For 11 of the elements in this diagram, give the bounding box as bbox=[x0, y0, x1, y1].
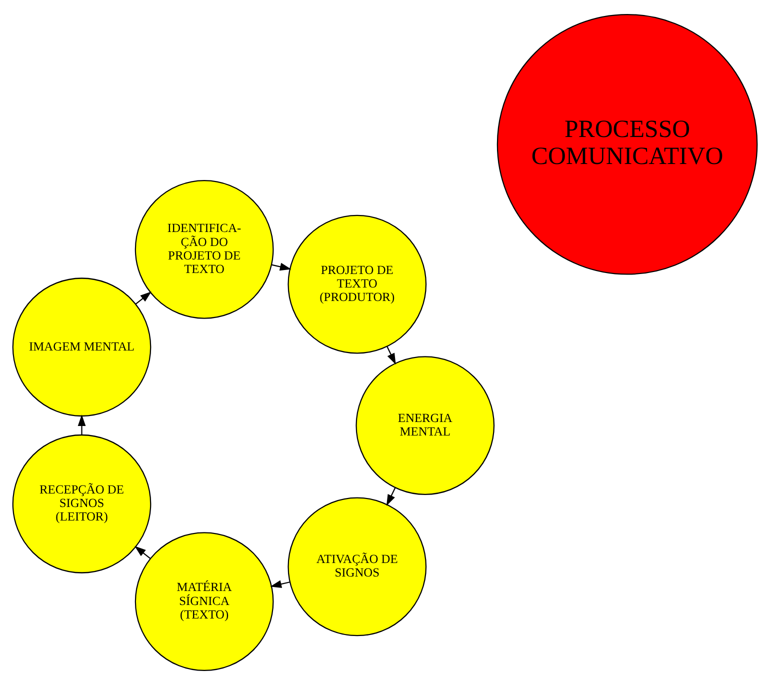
arrow bbox=[272, 262, 292, 271]
arrow bbox=[386, 488, 396, 506]
arrow bbox=[136, 292, 152, 304]
arrow bbox=[270, 580, 290, 588]
arrow bbox=[386, 346, 396, 365]
node-circle: ATIVAÇÃO DE SIGNOS bbox=[288, 497, 427, 636]
node-circle: PROJETO DE TEXTO (PRODUTOR) bbox=[288, 214, 427, 354]
arrow bbox=[134, 546, 151, 559]
arrow bbox=[78, 414, 86, 435]
node-circle: ENERGIA MENTAL bbox=[356, 356, 495, 495]
node-circle: PROCESSO COMUNICATIVO bbox=[496, 14, 758, 275]
